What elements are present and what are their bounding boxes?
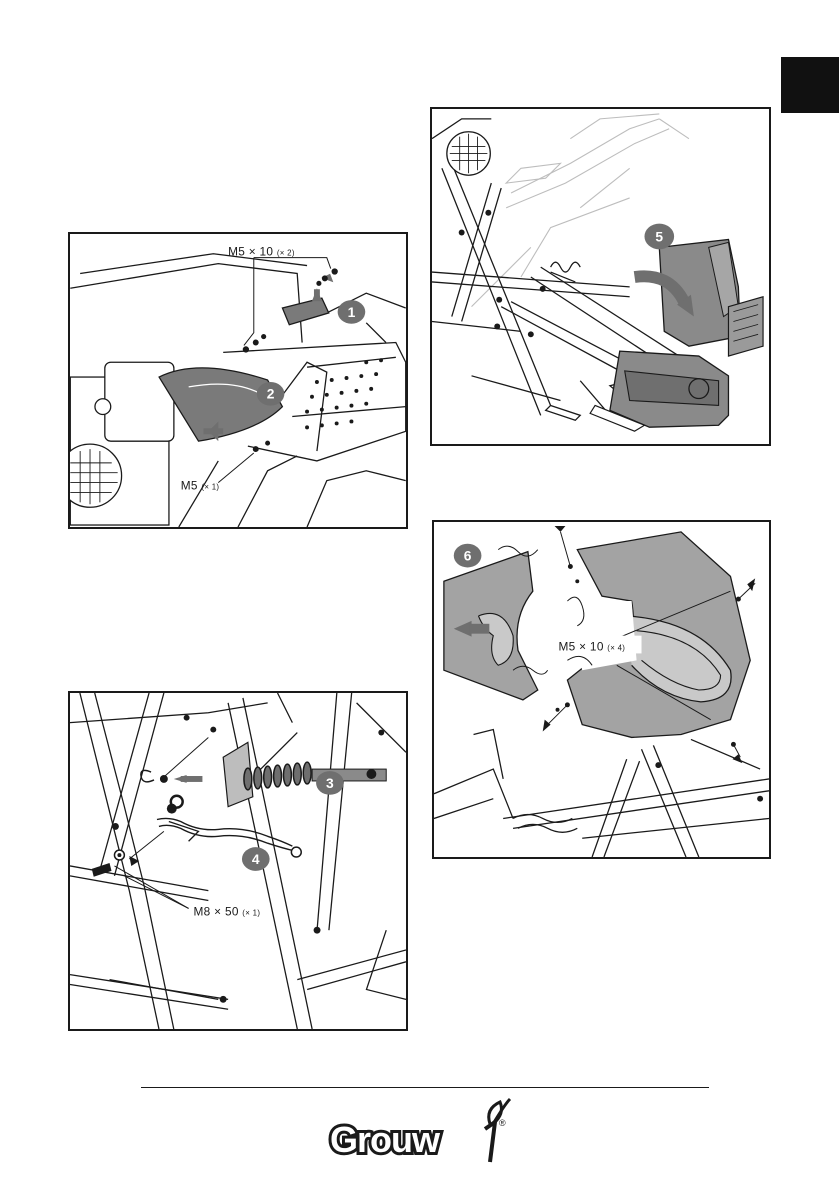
callout-m8x50: M8 × 50 (× 1) [194,904,261,918]
illustration-step-1-2-drawing: 1 2 M5 × 10 (× 2) M5 (× 1) [70,234,406,527]
step-3-badge: 3 [316,771,344,795]
svg-text:Grouw: Grouw [330,1119,441,1160]
footer-divider [141,1087,709,1088]
svg-text:4: 4 [252,851,260,867]
callout-m5: M5 (× 1) [181,479,220,493]
step-5-badge: 5 [644,224,674,250]
svg-text:5: 5 [655,228,663,244]
svg-text:3: 3 [326,775,334,791]
svg-text:6: 6 [464,548,472,564]
svg-text:1: 1 [348,304,356,320]
step-6-badge: 6 [454,544,482,568]
section-tab-marker [781,57,839,113]
svg-text:®: ® [499,1118,506,1128]
illustration-step-6-drawing: 6 M5 × 10 (× 4) [434,522,769,857]
step-4-badge: 4 [242,847,270,871]
illustration-step-5-drawing: 5 [432,109,769,444]
grouw-logo: Grouw ® [325,1094,515,1166]
step-2-badge: 2 [257,382,285,406]
illustration-step-6: 6 M5 × 10 (× 4) [432,520,771,859]
step-1-badge: 1 [338,300,366,324]
svg-text:2: 2 [267,386,275,402]
callout-m5x10: M5 × 10 (× 2) [228,245,295,259]
illustration-step-3-4-drawing: 3 4 M8 × 50 (× 1) [70,693,406,1029]
illustration-step-5: 5 [430,107,771,446]
illustration-step-3-4: 3 4 M8 × 50 (× 1) [68,691,408,1031]
illustration-step-1-2: 1 2 M5 × 10 (× 2) M5 (× 1) [68,232,408,529]
